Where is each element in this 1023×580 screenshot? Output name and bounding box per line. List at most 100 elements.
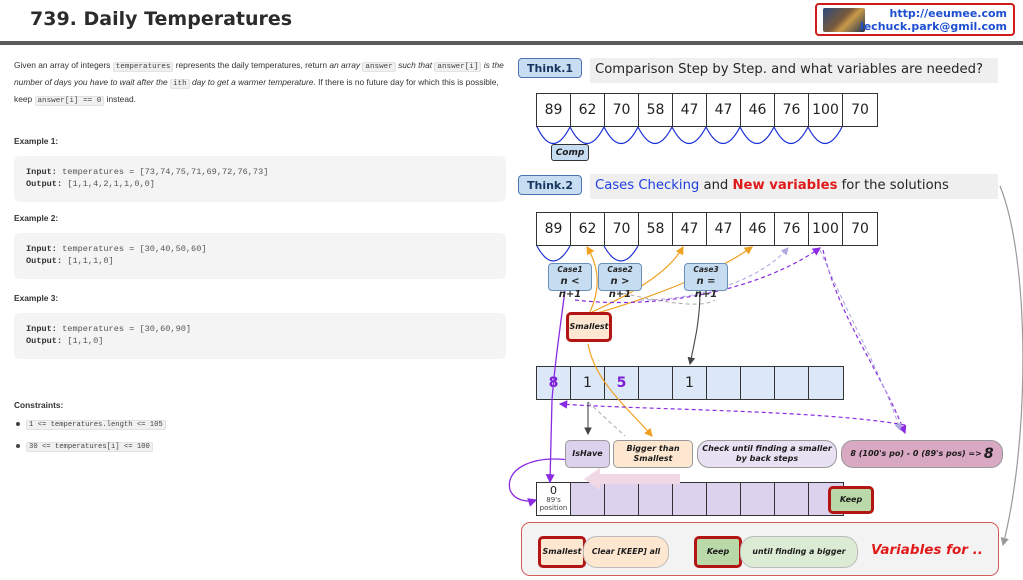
orange-arrows <box>586 245 753 437</box>
code-answer-i: answer[i] <box>434 62 482 72</box>
think2-band <box>590 174 998 199</box>
case-rule: n < n+1 <box>558 276 582 300</box>
stack-cell <box>673 483 707 515</box>
desc-part: instead. <box>106 94 136 104</box>
constraint-item: 1 <= temperatures.length <= 105 <box>16 420 166 430</box>
array-cell: 46 <box>741 213 775 245</box>
array-cell: 70 <box>605 213 639 245</box>
desc-part: represents the daily temperatures, retur… <box>175 60 328 70</box>
var-until: until finding a bigger <box>740 536 858 568</box>
array-cell: 76 <box>775 213 809 245</box>
gray-arrows <box>584 289 701 436</box>
array-cell: 47 <box>673 94 707 126</box>
desc-part: Given an array of integers <box>14 60 111 70</box>
page-title: 739. Daily Temperatures <box>30 8 293 30</box>
array-cell: 58 <box>639 94 673 126</box>
array-cell: 89 <box>537 94 571 126</box>
brand-url[interactable]: http://eeumee.com <box>889 7 1007 20</box>
bullet-icon <box>16 422 20 426</box>
think1-band <box>590 58 998 83</box>
stack-cell <box>571 483 605 515</box>
brand-logo <box>823 8 865 32</box>
example-box: Input: temperatures = [30,60,90] Output:… <box>14 313 506 359</box>
light-dashed <box>639 247 902 432</box>
stack-cell <box>775 483 809 515</box>
array-cell: 89 <box>537 213 571 245</box>
example-box: Input: temperatures = [30,40,50,60] Outp… <box>14 233 506 279</box>
example-box: Input: temperatures = [73,74,75,71,69,72… <box>14 156 506 202</box>
input-label: Input: <box>26 324 57 334</box>
answer-cell: 1 <box>673 367 707 399</box>
array-cell: 70 <box>851 102 869 118</box>
output-value: [1,1,4,2,1,1,0,0] <box>67 179 155 189</box>
desc-italic: day to get a warmer temperature. <box>191 77 316 87</box>
stack-note: 89's position <box>539 496 568 512</box>
text-red: New variables <box>732 178 838 193</box>
array-cell: 58 <box>639 213 673 245</box>
constraint-code: 30 <= temperatures[i] <= 100 <box>26 442 153 452</box>
answer-cell <box>707 367 741 399</box>
array-cell: 100 <box>809 213 843 245</box>
desc-part: If there is no future day for which this… <box>14 77 499 104</box>
check-tag: Check until finding a smaller by back st… <box>697 440 837 468</box>
stack-cell-first: 0 89's position <box>537 483 571 515</box>
answer-cell: 1 <box>571 367 605 399</box>
input-label: Input: <box>26 167 57 177</box>
var-smallest: Smallest <box>538 536 586 568</box>
formula-tag: 8 (100's po) - 0 (89's pos) => 8 <box>841 440 1003 468</box>
desc-italic: an array <box>329 60 361 70</box>
case-name: Case1 <box>557 265 583 274</box>
code-ith: ith <box>169 79 190 89</box>
think1-text: Comparison Step by Step. and what variab… <box>595 62 983 77</box>
case-name: Case3 <box>693 265 719 274</box>
example-heading: Example 2: <box>14 213 59 223</box>
stack-cell <box>639 483 673 515</box>
think2-text: Cases Checking and New variables for the… <box>595 178 949 193</box>
array-cell: 62 <box>571 94 605 126</box>
text-plain: and <box>699 178 733 193</box>
var-keep: Keep <box>694 536 742 568</box>
problem-description: Given an array of integers temperatures … <box>14 58 506 109</box>
input-value: temperatures = [30,40,50,60] <box>62 244 207 254</box>
case-arcs <box>536 245 639 262</box>
array-cell: 70 <box>605 94 639 126</box>
constraint-item: 30 <= temperatures[i] <= 100 <box>16 442 153 452</box>
stack-cell <box>605 483 639 515</box>
comp-tag: Comp <box>551 144 589 161</box>
case-name: Case2 <box>607 265 633 274</box>
answer-cell <box>775 367 809 399</box>
ishave-tag: IsHave <box>565 440 610 468</box>
array-cell: 46 <box>741 94 775 126</box>
array-cell: 76 <box>775 94 809 126</box>
array-cell: 100 <box>809 94 843 126</box>
brand-email[interactable]: lechuck.park@gmil.com <box>859 20 1007 33</box>
purple-dashed <box>558 247 907 435</box>
answer-cell: 5 <box>605 367 639 399</box>
long-gray-arrow <box>999 185 1023 547</box>
desc-italic: such that <box>398 60 433 70</box>
gray-dashed <box>587 289 716 437</box>
header-divider <box>0 41 1023 45</box>
stack-value: 0 <box>550 484 557 497</box>
bigger-tag: Bigger than Smallest <box>613 440 693 468</box>
input-label: Input: <box>26 244 57 254</box>
think1-label: Think.1 <box>518 58 583 78</box>
code-temperatures: temperatures <box>112 62 174 72</box>
desc-italic: is the number of days you have to wait a… <box>14 60 504 87</box>
output-label: Output: <box>26 336 63 346</box>
keep-tag: Keep <box>828 486 874 514</box>
output-value: [1,1,1,0] <box>67 256 114 266</box>
array-cell: 47 <box>707 213 741 245</box>
brand-box[interactable]: http://eeumee.com lechuck.park@gmil.com <box>815 3 1015 36</box>
purple-solid <box>508 289 571 507</box>
answer-cell <box>639 367 673 399</box>
pink-arrow <box>600 474 680 484</box>
array-cell: 47 <box>673 213 707 245</box>
output-value: [1,1,0] <box>67 336 104 346</box>
example-heading: Example 1: <box>14 136 59 146</box>
text-blue: Cases Checking <box>595 178 700 193</box>
text-plain: for the solutions <box>837 178 949 193</box>
input-value: temperatures = [30,60,90] <box>62 324 192 334</box>
